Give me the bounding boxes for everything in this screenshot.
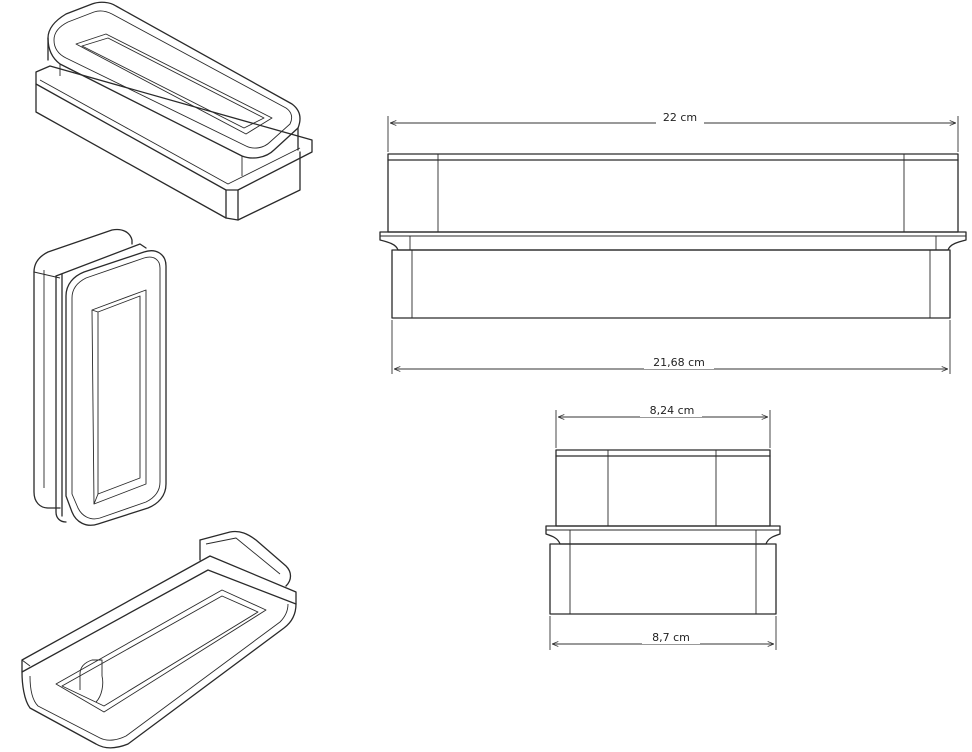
dimension-bottom-width: 8,7 cm (652, 631, 690, 644)
isometric-view-bottom (21, 530, 297, 749)
dimension-top-length: 22 cm (663, 111, 697, 124)
front-elevation-view: 22 cm 21,68 cm (379, 110, 967, 374)
isometric-view-top (35, 1, 313, 221)
dimension-top-width: 8,24 cm (650, 404, 695, 417)
isometric-view-standing (33, 228, 167, 526)
side-elevation-view: 8,24 cm 8,7 cm (545, 403, 781, 650)
dimension-bottom-length: 21,68 cm (653, 356, 705, 369)
